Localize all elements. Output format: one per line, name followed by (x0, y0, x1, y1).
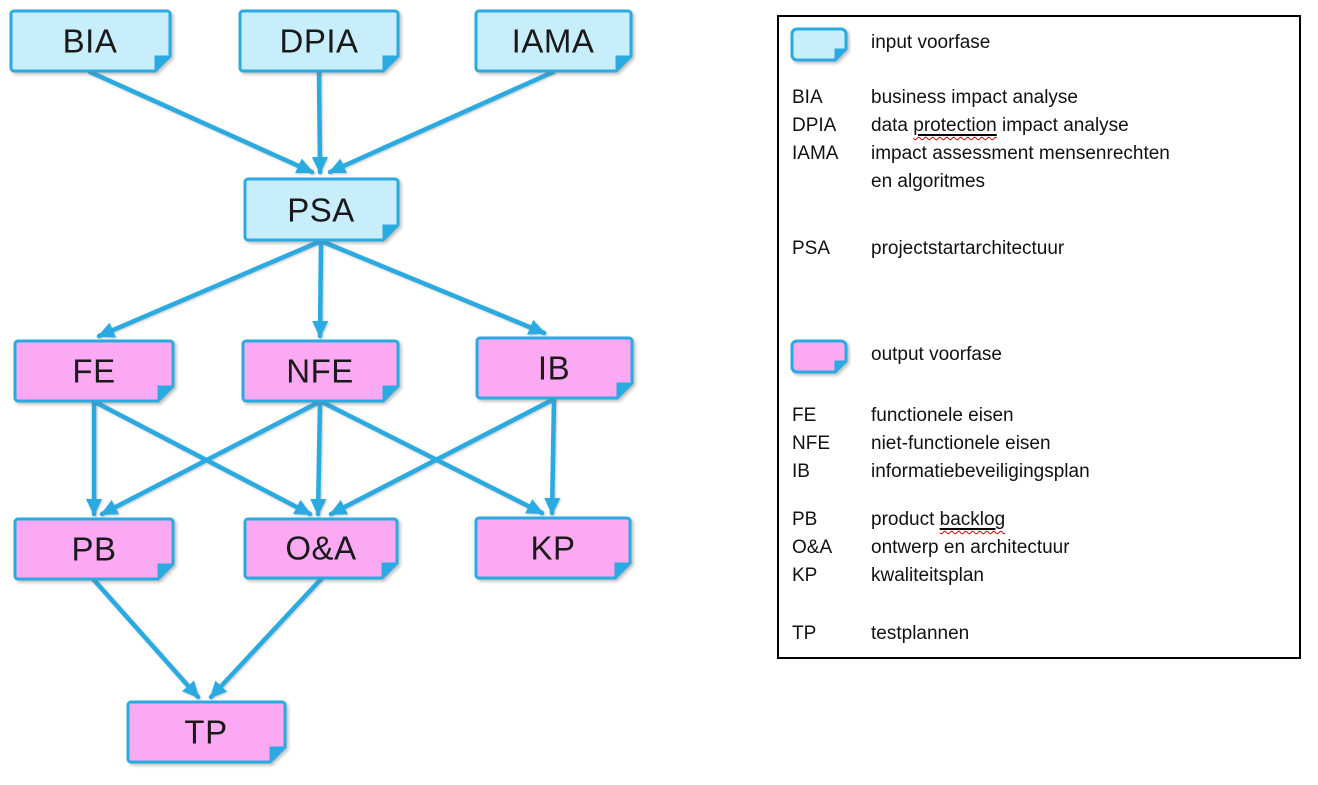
node-oa: O&A (243, 517, 399, 580)
output-note-icon-shape (790, 339, 848, 374)
node-dpia-label: DPIA (279, 23, 358, 60)
edge-oa-tp (208, 576, 324, 700)
node-bia-label: BIA (63, 23, 118, 60)
output-key-label: output voorfase (871, 344, 1002, 365)
desc-part-marked: protection (913, 115, 997, 136)
legend-abbr: TP (792, 623, 817, 644)
legend-abbr: NFE (792, 433, 830, 454)
legend-desc: data protection impact analyse (871, 114, 1129, 138)
legend-row-oa: O&A ontwerp en architectuur (779, 536, 1299, 560)
node-tp: TP (126, 700, 287, 764)
legend-desc: projectstartarchitectuur (871, 238, 1065, 259)
input-key-label: input voorfase (871, 32, 991, 53)
legend-abbr: PSA (792, 238, 831, 259)
edge-nfe-oa (310, 399, 327, 517)
spellcheck-squiggle: backlog (940, 509, 1006, 530)
legend-box: input voorfase BIA business impact analy… (777, 15, 1301, 659)
legend-row-psa: PSA projectstartarchitectuur (779, 237, 1299, 261)
legend-abbr: KP (792, 565, 818, 586)
edge-ib-kp (544, 396, 561, 516)
edge-fe-oa (92, 399, 313, 517)
edge-psa-nfe (312, 238, 329, 339)
node-oa-label: O&A (285, 530, 356, 567)
legend-abbr: IB (792, 461, 810, 482)
output-note-icon (790, 339, 848, 374)
edge-nfe-kp (319, 399, 545, 516)
legend-row-dpia: DPIA data protection impact analyse (779, 114, 1299, 138)
legend-abbr: DPIA (792, 115, 837, 136)
legend-abbr: PB (792, 509, 818, 530)
edge-psa-ib (318, 238, 547, 336)
legend-desc: ontwerp en architectuur (871, 537, 1070, 558)
node-nfe: NFE (241, 339, 400, 403)
input-note-icon-shape (790, 27, 848, 62)
node-psa-label: PSA (287, 192, 355, 229)
legend-desc: business impact analyse (871, 87, 1078, 108)
legend-row-fe: FE functionele eisen (779, 404, 1299, 428)
legend-desc: informatiebeveiligingsplan (871, 461, 1090, 482)
node-fe-label: FE (72, 353, 115, 390)
node-bia: BIA (9, 9, 172, 73)
legend-desc: product backlog (871, 508, 1005, 532)
desc-part-marked: backlog (939, 509, 1006, 530)
legend-abbr: FE (792, 405, 817, 426)
node-tp-label: TP (184, 714, 227, 751)
node-nfe-label: NFE (286, 353, 354, 390)
desc-part: product (871, 509, 940, 530)
node-ib-label: IB (538, 350, 570, 387)
legend-row-pb: PB product backlog (779, 508, 1299, 532)
node-fe: FE (13, 339, 175, 403)
edge-psa-fe (96, 238, 324, 339)
legend-desc: functionele eisen (871, 405, 1014, 426)
edge-bia-psa (87, 69, 315, 175)
node-kp: KP (474, 516, 632, 580)
node-dpia: DPIA (238, 9, 400, 73)
flow-diagram: BIA DPIA IAMA PSA FE NFE IB PB (9, 9, 634, 764)
legend-row-tp: TP testplannen (779, 622, 1299, 646)
node-pb-label: PB (71, 531, 116, 568)
legend-row-ib: IB informatiebeveiligingsplan (779, 460, 1299, 484)
legend-row-nfe: NFE niet-functionele eisen (779, 432, 1299, 456)
edge-group (86, 69, 561, 700)
legend-abbr: BIA (792, 87, 823, 108)
legend-row-iama-line2: en algoritmes (779, 170, 1299, 194)
spellcheck-squiggle: protection (913, 115, 996, 136)
node-ib: IB (475, 336, 634, 400)
legend-row-bia: BIA business impact analyse (779, 86, 1299, 110)
legend-desc: kwaliteitsplan (871, 565, 984, 586)
legend-desc: impact assessment mensenrechten (871, 143, 1170, 164)
legend-desc: en algoritmes (871, 171, 986, 192)
legend-abbr: O&A (792, 537, 833, 558)
node-iama: IAMA (474, 9, 633, 73)
legend-desc: testplannen (871, 623, 970, 644)
input-note-icon (790, 27, 848, 62)
legend-row-kp: KP kwaliteitsplan (779, 564, 1299, 588)
node-psa: PSA (243, 177, 400, 242)
node-iama-label: IAMA (512, 23, 595, 60)
legend-abbr: IAMA (792, 143, 839, 164)
legend-row-iama: IAMA impact assessment mensenrechten (779, 142, 1299, 166)
desc-part: data (871, 115, 914, 136)
edge-nfe-pb (99, 399, 322, 517)
node-kp-label: KP (530, 530, 575, 567)
desc-part: impact analyse (996, 115, 1129, 136)
edge-dpia-psa (311, 69, 328, 175)
edge-ib-oa (328, 396, 557, 517)
edge-iama-psa (327, 69, 556, 175)
legend-desc: niet-functionele eisen (871, 433, 1051, 454)
edge-pb-tp (91, 577, 201, 700)
node-pb: PB (13, 517, 175, 581)
